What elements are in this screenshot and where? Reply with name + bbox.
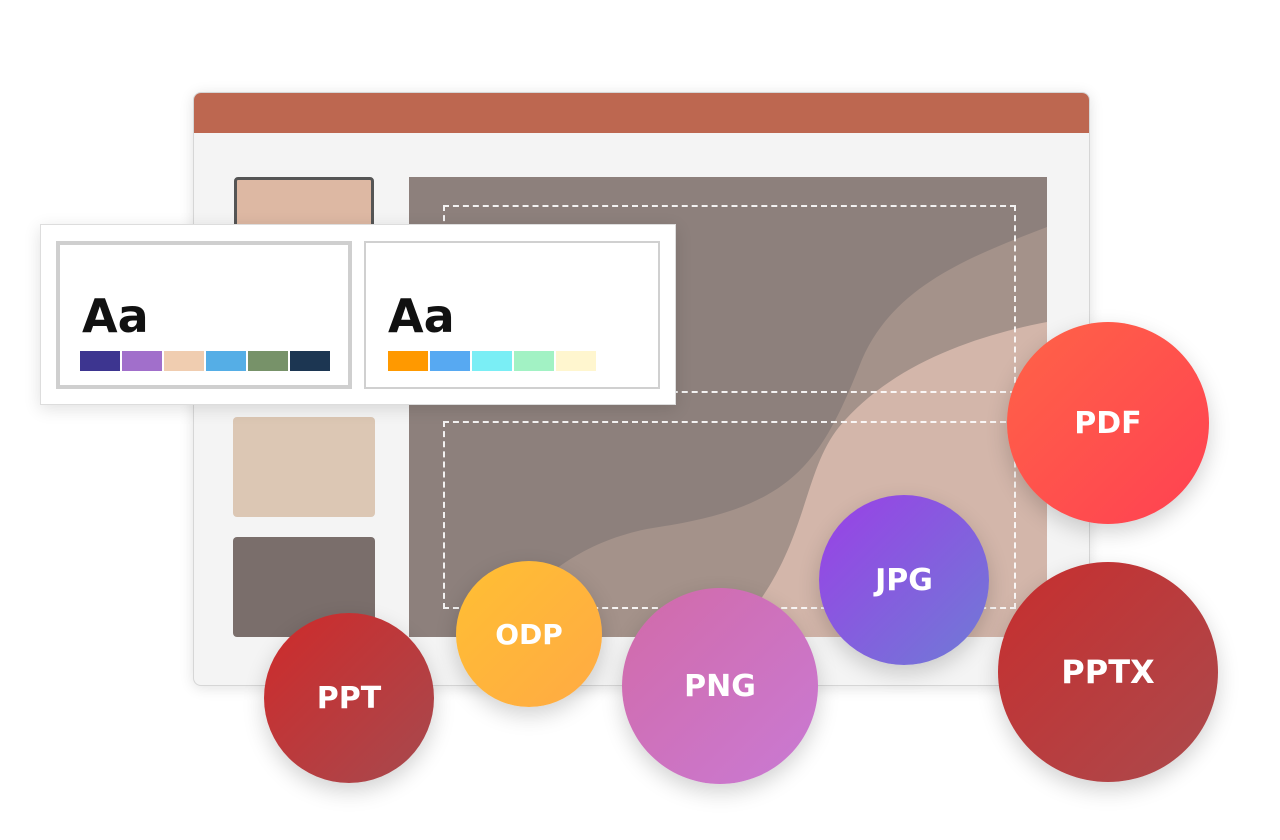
color-swatch (164, 351, 204, 371)
slide-thumbnail-3[interactable] (233, 417, 375, 517)
theme-color-palette (80, 351, 330, 371)
format-label: PDF (1074, 405, 1142, 441)
color-swatch (430, 351, 470, 371)
color-swatch (290, 351, 330, 371)
format-label: PPTX (1061, 653, 1155, 691)
theme-picker-panel: Aa Aa (40, 224, 676, 405)
export-jpg-button[interactable]: JPG (819, 495, 989, 665)
theme-font-sample: Aa (82, 289, 149, 343)
theme-option-1[interactable]: Aa (56, 241, 352, 389)
format-label: PNG (684, 668, 756, 704)
format-label: ODP (495, 617, 563, 651)
color-swatch (80, 351, 120, 371)
theme-font-sample: Aa (388, 289, 455, 343)
color-swatch (556, 351, 596, 371)
export-ppt-button[interactable]: PPT (264, 613, 434, 783)
theme-option-2[interactable]: Aa (364, 241, 660, 389)
theme-color-palette (388, 351, 596, 371)
export-pptx-button[interactable]: PPTX (998, 562, 1218, 782)
format-label: JPG (875, 562, 933, 598)
export-png-button[interactable]: PNG (622, 588, 818, 784)
export-pdf-button[interactable]: PDF (1007, 322, 1209, 524)
color-swatch (472, 351, 512, 371)
color-swatch (248, 351, 288, 371)
format-label: PPT (316, 680, 382, 716)
export-odp-button[interactable]: ODP (456, 561, 602, 707)
color-swatch (514, 351, 554, 371)
color-swatch (206, 351, 246, 371)
color-swatch (388, 351, 428, 371)
window-titlebar (194, 93, 1089, 133)
color-swatch (122, 351, 162, 371)
